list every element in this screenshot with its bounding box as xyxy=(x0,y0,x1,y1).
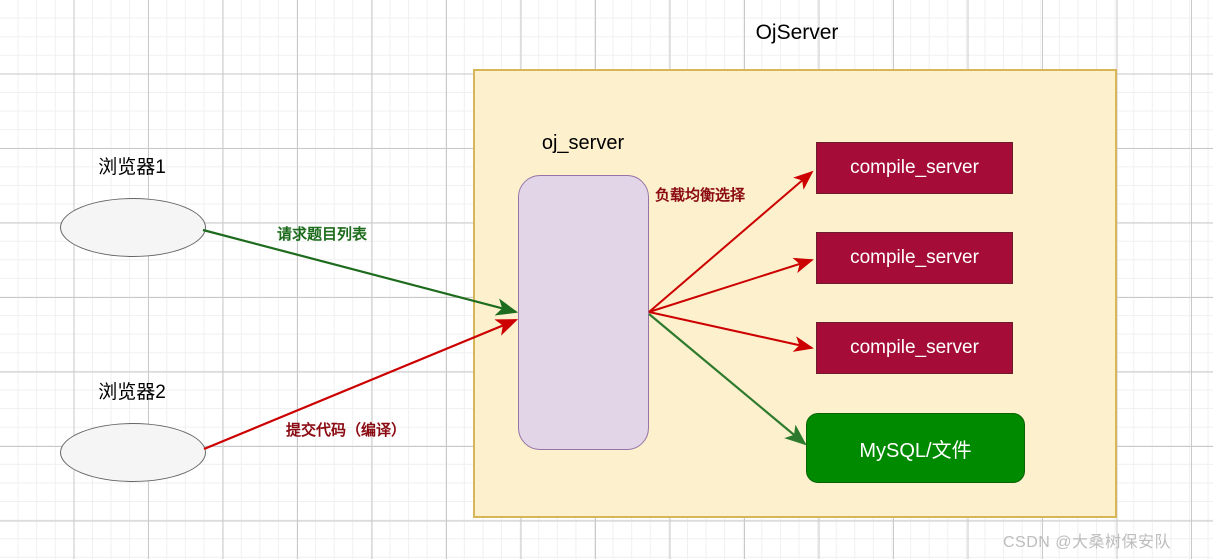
edge-label-submit-code: 提交代码（编译） xyxy=(286,422,407,439)
oj-server-node[interactable] xyxy=(518,175,649,450)
browser2-node[interactable] xyxy=(60,423,206,482)
csdn-watermark: CSDN @大桑树保安队 xyxy=(1003,534,1172,551)
mysql-storage-node[interactable]: MySQL/文件 xyxy=(806,413,1025,483)
compile-server-node-1[interactable]: compile_server xyxy=(816,142,1013,194)
edge-label-load-balance: 负载均衡选择 xyxy=(655,187,746,204)
compile-server-node-2[interactable]: compile_server xyxy=(816,232,1013,284)
edge-label-request-list: 请求题目列表 xyxy=(277,226,368,243)
compile-server-node-3[interactable]: compile_server xyxy=(816,322,1013,374)
browser1-node[interactable] xyxy=(60,198,206,257)
oj-server-node-label: oj_server xyxy=(541,132,625,154)
browser2-label: 浏览器2 xyxy=(98,382,166,403)
ojserver-title: OjServer xyxy=(755,21,839,44)
browser1-label: 浏览器1 xyxy=(98,157,166,178)
